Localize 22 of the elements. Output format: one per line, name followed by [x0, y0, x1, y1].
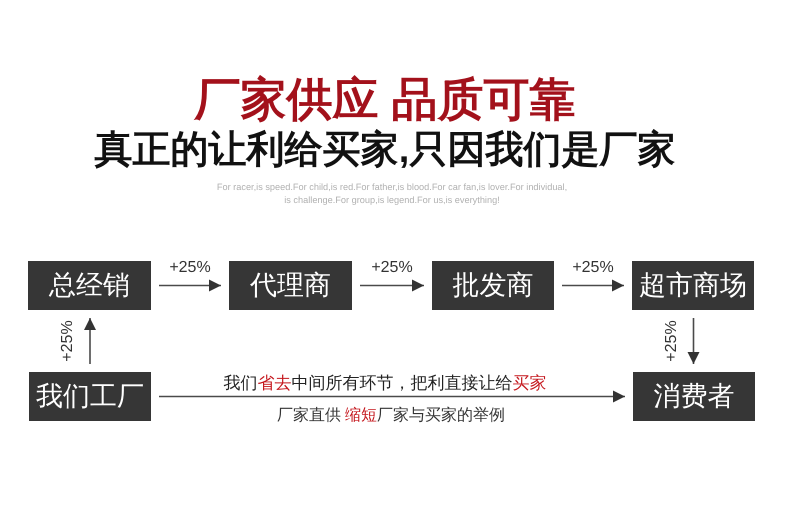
process-box: 消费者 [633, 372, 755, 421]
arrow [84, 318, 96, 364]
arrow [688, 318, 700, 364]
tagline: For racer,is speed.For child,is red.For father,is blood.For car fan,is lover.For individual, is challenge.For group,is legend.For us,is everything! [216, 181, 568, 207]
process-box: 总经销 [28, 261, 151, 310]
arrow [360, 280, 424, 292]
arrow [159, 390, 625, 402]
arrow [159, 280, 221, 292]
title: 厂家供应 品质可靠 [194, 76, 576, 122]
subtitle: 真正的让利给买家,只因我们是厂家 [94, 131, 676, 169]
process-box: 超市商场 [632, 261, 754, 310]
process-box: 代理商 [229, 261, 352, 310]
edge-label: +25% [664, 320, 680, 362]
process-box: 我们工厂 [29, 372, 151, 421]
edge-label: +25% [572, 260, 614, 276]
edge-label: 我们省去中间所有环节，把利直接让给买家 [224, 374, 546, 391]
edge-label: +25% [60, 320, 76, 362]
arrow [562, 280, 624, 292]
note-text: 厂家直供 缩短厂家与买家的举例 [276, 408, 506, 424]
edge-label: +25% [371, 260, 413, 276]
process-box: 批发商 [432, 261, 554, 310]
edge-label: +25% [169, 260, 211, 276]
